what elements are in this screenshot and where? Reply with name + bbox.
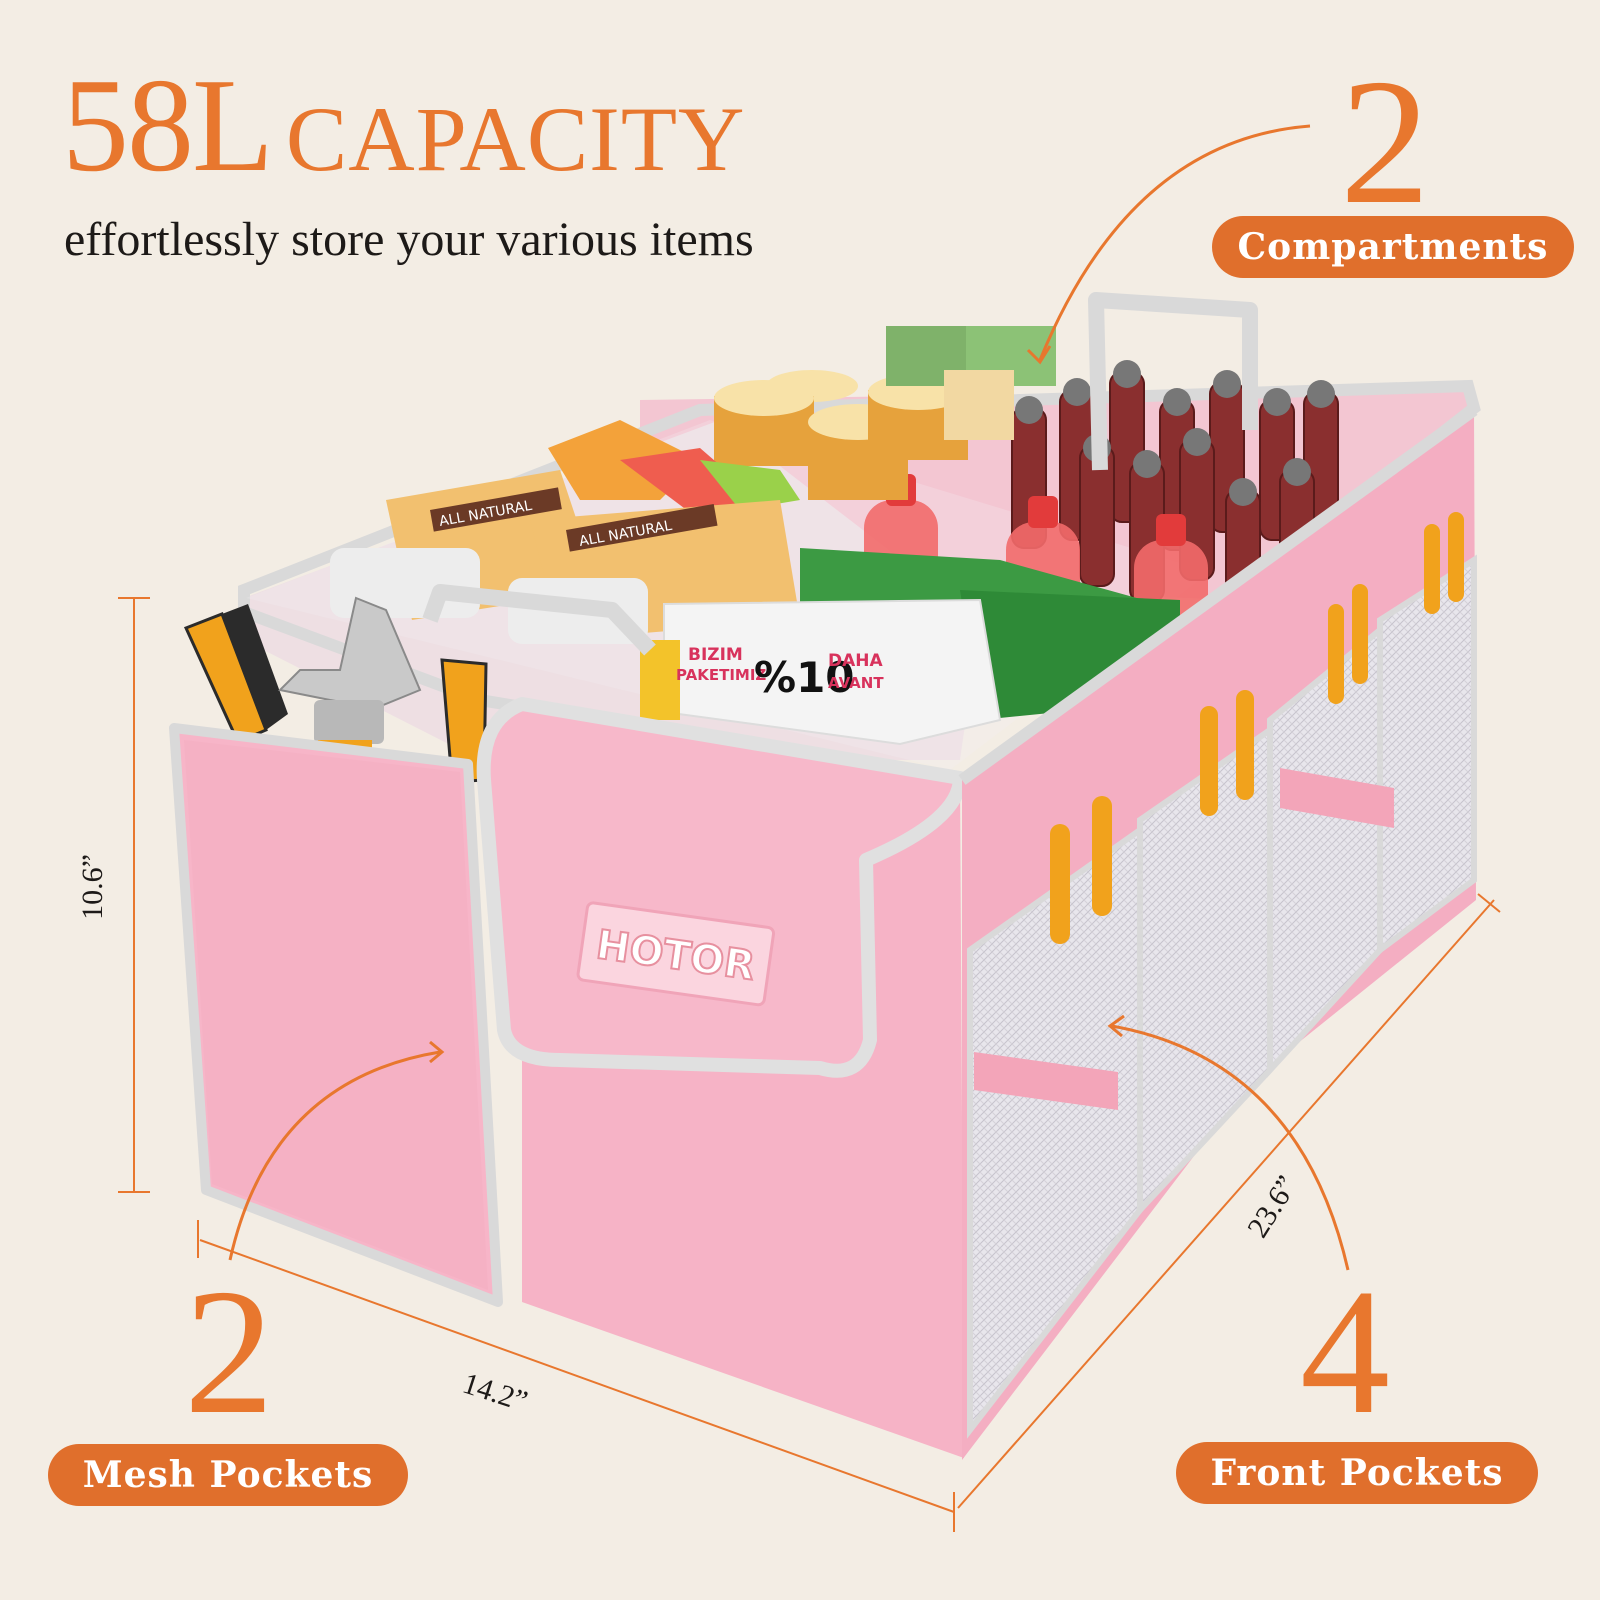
callout-arrows bbox=[228, 124, 1350, 1271]
right-side-panel bbox=[958, 405, 1478, 1460]
front-pockets-number: 4 bbox=[1300, 1252, 1390, 1451]
package-box: BIZIM PAKETIMIZ %10 DAHA AVANT bbox=[640, 598, 1002, 746]
headline-word: CAPACITY bbox=[285, 88, 746, 190]
package-text-2: PAKETIMIZ bbox=[676, 666, 766, 684]
bottles bbox=[864, 360, 1339, 640]
mesh-pockets-number: 2 bbox=[184, 1252, 274, 1451]
front-pockets-arrow bbox=[1111, 1024, 1350, 1271]
package-text-3: %10 bbox=[754, 653, 855, 702]
left-pocket-panel bbox=[169, 723, 503, 1307]
headline-subtitle: effortlessly store your various items bbox=[64, 213, 754, 266]
height-label: 10.6” bbox=[75, 854, 109, 920]
compartments-arrow bbox=[1038, 124, 1311, 361]
package-text-5: AVANT bbox=[828, 674, 884, 692]
carry-handles bbox=[422, 292, 1258, 656]
package-text-4: DAHA bbox=[828, 651, 883, 671]
package-text-1: BIZIM bbox=[688, 645, 743, 665]
height-dimension-line bbox=[118, 597, 150, 1193]
length-dimension-line bbox=[957, 893, 1501, 1509]
front-pockets-badge: Front Pockets bbox=[1176, 1442, 1538, 1504]
compartments-number: 2 bbox=[1340, 42, 1430, 241]
headline-number: 58L bbox=[62, 51, 274, 199]
tools bbox=[183, 596, 488, 784]
front-panel: HOTOR bbox=[476, 697, 967, 1458]
mesh-pockets-badge: Mesh Pockets bbox=[48, 1444, 408, 1506]
compartments-badge: Compartments bbox=[1212, 216, 1574, 278]
width-dimension-line bbox=[197, 1220, 955, 1532]
mesh-pockets-arrow bbox=[228, 1050, 441, 1261]
